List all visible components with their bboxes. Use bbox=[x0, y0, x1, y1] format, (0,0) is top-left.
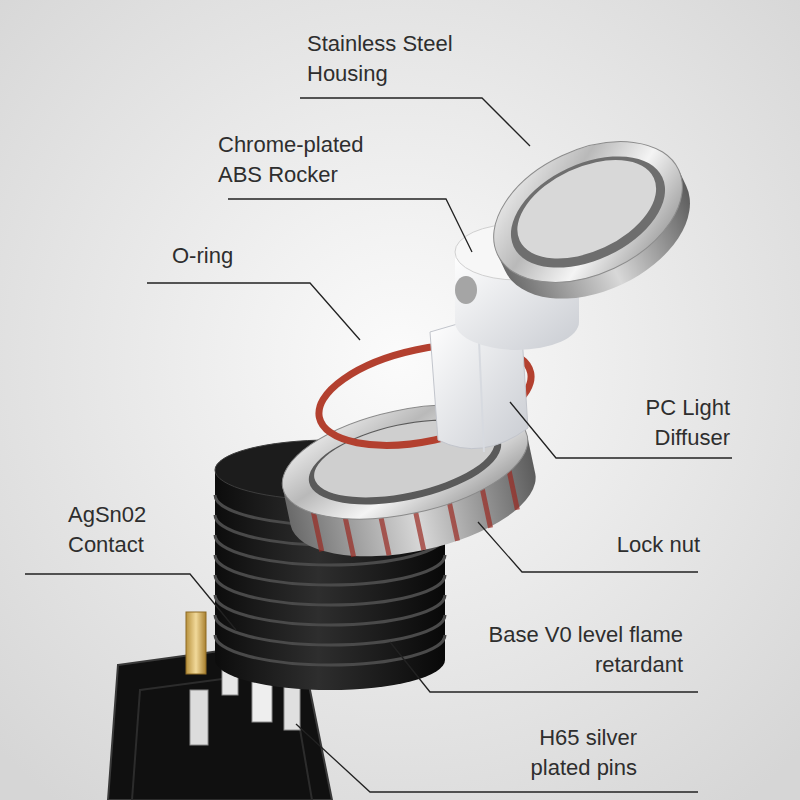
housing-ring bbox=[471, 114, 712, 327]
part-label: O-ring bbox=[172, 241, 282, 271]
part-label: Chrome-plated ABS Rocker bbox=[218, 130, 398, 190]
leader-lines bbox=[25, 98, 732, 792]
callout-anchor: H65 silver plated pins bbox=[497, 723, 637, 783]
part-label: Lock nut bbox=[580, 530, 700, 560]
part-label: Stainless Steel Housing bbox=[307, 29, 497, 89]
leader-line bbox=[296, 724, 698, 792]
callout-anchor: Lock nut bbox=[580, 530, 700, 560]
callout-anchor: PC Light Diffuser bbox=[610, 393, 730, 453]
callout-anchor: Stainless Steel Housing bbox=[307, 29, 497, 89]
part-label: AgSn02 Contact bbox=[68, 500, 178, 560]
callout-anchor: Chrome-plated ABS Rocker bbox=[218, 130, 398, 190]
leader-line bbox=[147, 283, 360, 340]
leader-line bbox=[25, 574, 236, 630]
part-label: PC Light Diffuser bbox=[610, 393, 730, 453]
callout-anchor: AgSn02 Contact bbox=[68, 500, 178, 560]
part-label: H65 silver plated pins bbox=[497, 723, 637, 783]
callout-anchor: Base V0 level flame retardant bbox=[443, 620, 683, 680]
leader-line bbox=[228, 199, 472, 252]
callout-anchor: O-ring bbox=[172, 241, 282, 271]
part-label: Base V0 level flame retardant bbox=[443, 620, 683, 680]
